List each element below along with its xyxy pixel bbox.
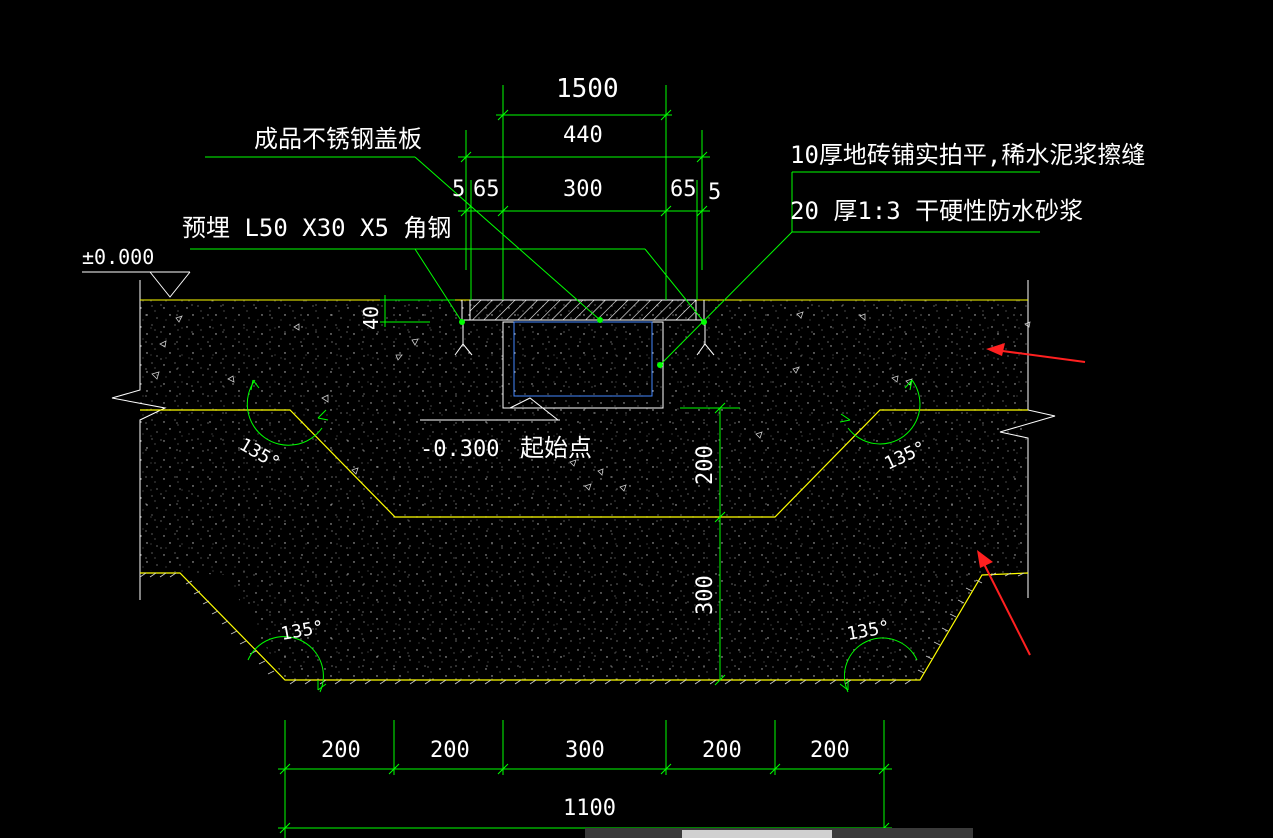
label-elev-zero: ±0.000 [82, 245, 154, 269]
label-angle-steel: 预埋 L50 X30 X5 角钢 [182, 214, 451, 242]
elevation-markers [82, 271, 191, 298]
annotation-arrows [977, 343, 1086, 656]
dim-bottom-200-c: 200 [702, 738, 742, 763]
top-dimensions [458, 85, 710, 300]
dim-top-440: 440 [563, 123, 603, 148]
dim-bottom-200-d: 200 [810, 738, 850, 763]
dim-top-5-left: 5 [452, 177, 465, 202]
dim-top-300: 300 [563, 177, 603, 202]
dim-vert-200: 200 [693, 445, 718, 485]
dim-top-65-right: 65 [670, 177, 697, 202]
dim-thickness-40: 40 [359, 306, 383, 330]
dim-bottom-200-a: 200 [321, 738, 361, 763]
label-elev-bottom: -0.300 [420, 437, 499, 462]
label-mortar-note: 20 厚1:3 干硬性防水砂浆 [790, 197, 1083, 225]
upper-trench-outline [140, 409, 1028, 518]
dim-bottom-300: 300 [565, 738, 605, 763]
cover-plate [454, 299, 715, 368]
concrete-fill [140, 300, 1028, 680]
dim-vert-300: 300 [693, 575, 718, 615]
dimension-texts: 1500 440 5 65 300 65 5 40 200 300 200 20… [321, 74, 850, 821]
dim-top-65-left: 65 [473, 177, 500, 202]
label-start-point: 起始点 [520, 434, 592, 462]
aggregate-marks [151, 311, 1031, 492]
status-strip [585, 828, 973, 838]
label-tile-note: 10厚地砖铺实拍平,稀水泥浆擦缝 [790, 141, 1145, 169]
thickness-dimension [380, 295, 455, 327]
leader-lines [190, 156, 1040, 366]
note-texts: 成品不锈钢盖板 预埋 L50 X30 X5 角钢 10厚地砖铺实拍平,稀水泥浆擦… [82, 125, 1145, 462]
dim-bottom-total: 1100 [563, 796, 616, 821]
dim-bottom-200-b: 200 [430, 738, 470, 763]
angle-arcs [246, 379, 921, 693]
dim-top-total: 1500 [556, 74, 619, 104]
label-cover-plate: 成品不锈钢盖板 [254, 125, 422, 153]
dim-top-5-right: 5 [708, 180, 721, 205]
vertical-dimensions [680, 402, 740, 686]
